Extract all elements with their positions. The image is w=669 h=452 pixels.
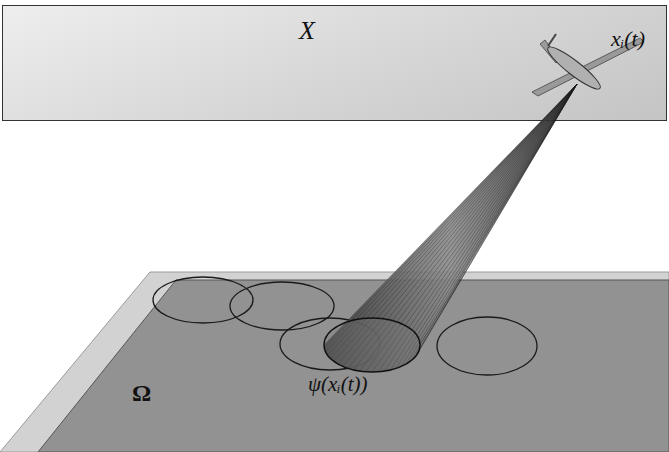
ground-omega <box>38 280 669 452</box>
sensor-footprint <box>153 277 253 323</box>
cone-hatching <box>324 84 577 372</box>
current-footprint <box>324 318 420 372</box>
region-name: X <box>299 16 315 46</box>
ground-back <box>0 272 669 452</box>
sensor-footprint <box>230 282 334 330</box>
sensor-footprint <box>437 317 537 375</box>
agent-position-label: xᵢ(t) <box>611 26 645 52</box>
region-name: Ω <box>132 380 151 407</box>
footprint-label: ψ(xᵢ(t)) <box>308 372 368 397</box>
sensor-cone <box>324 84 577 372</box>
